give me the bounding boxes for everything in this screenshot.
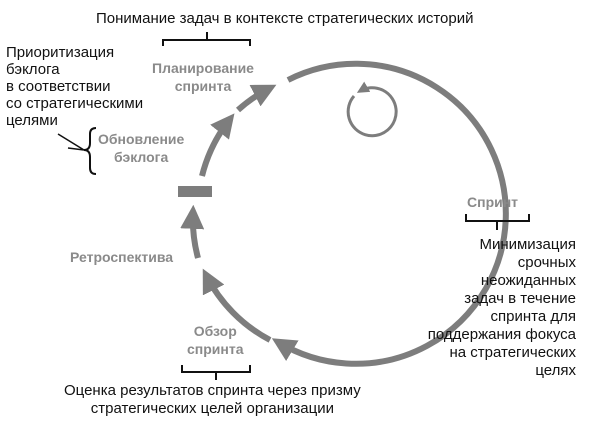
stage-sprint-review: Обзор спринта <box>187 323 244 357</box>
stage-sprint: Спринт <box>467 194 519 210</box>
cycle-arc-planning-to-sprint <box>235 84 277 113</box>
cycle-arc-backlog-to-planning <box>199 113 235 177</box>
sprint-bracket <box>465 214 530 230</box>
review-bracket <box>181 365 251 380</box>
sprint-note: Минимизация срочных неожиданных задач в … <box>427 236 576 379</box>
stage-backlog-refinement: Обновление бэклога <box>98 131 185 165</box>
backlog-bar <box>178 186 212 197</box>
left-note: Приоритизация бэклога в соответствии со … <box>6 44 144 129</box>
left-note-pointer <box>57 133 85 151</box>
left-brace <box>83 127 97 175</box>
top-bracket <box>162 32 251 46</box>
daily-loop <box>346 81 398 138</box>
stage-sprint-planning: Планирование спринта <box>152 60 254 94</box>
stage-retrospective: Ретроспектива <box>70 249 174 265</box>
cycle-arc-main <box>271 60 509 367</box>
top-note: Понимание задач в контексте стратегическ… <box>96 10 474 27</box>
cycle-arc-review-to-retro <box>202 268 272 343</box>
cycle-arc-retro-to-bar <box>180 204 205 259</box>
review-note: Оценка результатов спринта через призму … <box>64 382 361 417</box>
